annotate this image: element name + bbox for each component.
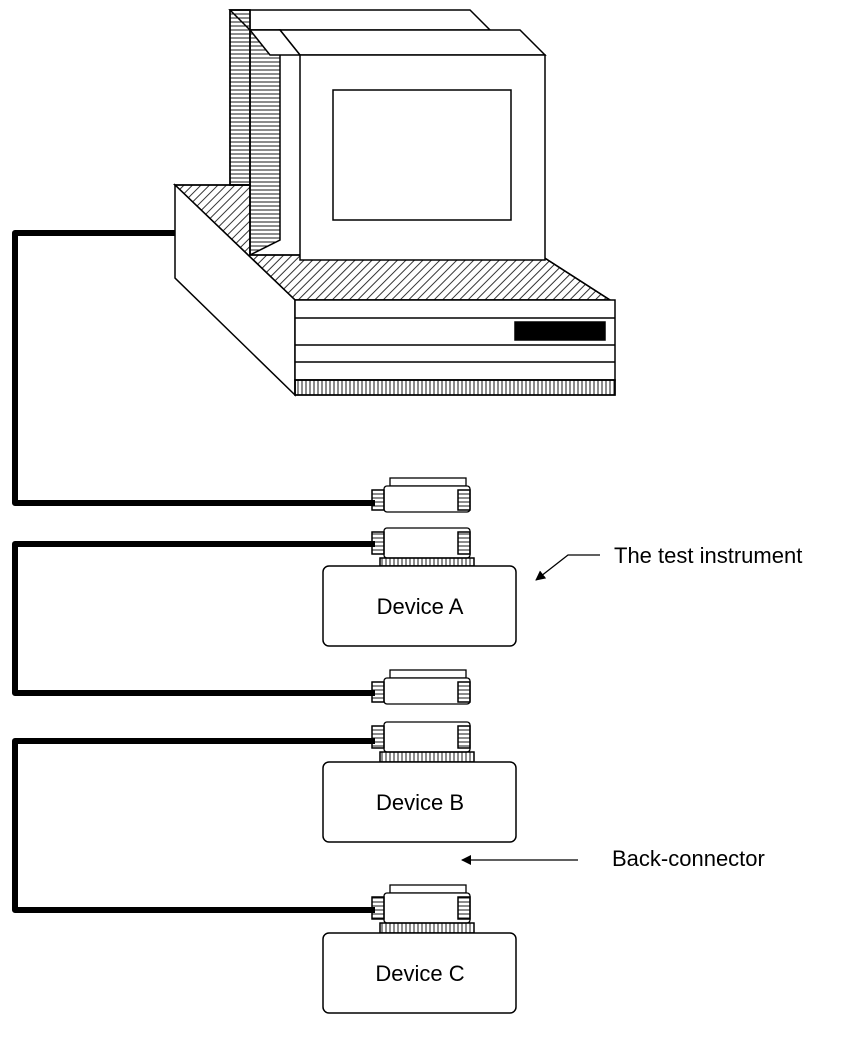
device-b: Device B (322, 761, 517, 843)
connector-a-bottom (371, 527, 475, 567)
computer-icon (173, 9, 616, 397)
cable-device-a-to-device-b (12, 541, 375, 696)
callout-back-connector-label: Back-connector (612, 846, 765, 871)
device-c: Device C (322, 932, 517, 1014)
device-a: Device A (322, 565, 517, 647)
device-b-label: Device B (376, 790, 464, 815)
connector-b-top (371, 669, 471, 705)
connector-b-bottom (371, 721, 475, 763)
cable-device-b-to-device-c (12, 738, 375, 913)
connectors (371, 477, 475, 934)
device-c-label: Device C (375, 961, 464, 986)
connector-c (371, 884, 475, 934)
callout-test-instrument: The test instrument (535, 543, 802, 581)
cable-computer-to-device-a (12, 230, 375, 506)
device-a-label: Device A (377, 594, 464, 619)
connector-a-top (371, 477, 471, 513)
callout-back-connector: Back-connector (461, 846, 765, 871)
cables (12, 230, 375, 913)
callout-test-instrument-label: The test instrument (614, 543, 802, 568)
